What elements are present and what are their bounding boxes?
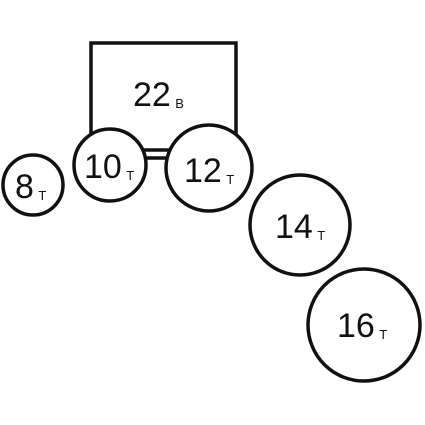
- table-12t-label: 12 T: [184, 152, 234, 190]
- table-12t-number: 12: [184, 152, 222, 190]
- table-10t-label: 10 T: [84, 148, 134, 186]
- table-10t: 10 T: [72, 127, 148, 203]
- table-8t-shape: [1, 153, 65, 217]
- table-10t-suffix: T: [126, 168, 134, 183]
- table-16t-suffix: T: [379, 327, 387, 342]
- table-14t-shape: [248, 173, 352, 277]
- table-10t-shape: [72, 127, 148, 203]
- table-8t-suffix: T: [38, 188, 46, 203]
- table-10t-number: 10: [84, 148, 122, 186]
- table-14t-label: 14 T: [275, 208, 325, 246]
- table-14t: 14 T: [248, 173, 352, 277]
- table-8t: 8 T: [1, 153, 65, 217]
- table-16t: 16 T: [306, 267, 422, 383]
- table-14t-number: 14: [275, 208, 313, 246]
- table-12t-shape: [164, 123, 254, 213]
- table-12t-suffix: T: [226, 172, 234, 187]
- table-16t-label: 16 T: [337, 307, 387, 345]
- table-8t-number: 8: [15, 168, 34, 206]
- table-22b-label: 22 B: [133, 76, 184, 114]
- table-8t-label: 8 T: [15, 168, 46, 206]
- table-16t-number: 16: [337, 307, 375, 345]
- table-14t-suffix: T: [317, 228, 325, 243]
- table-22b-number: 22: [133, 76, 171, 114]
- table-22b-suffix: B: [175, 96, 184, 111]
- table-12t: 12 T: [164, 123, 254, 213]
- table-16t-shape: [306, 267, 422, 383]
